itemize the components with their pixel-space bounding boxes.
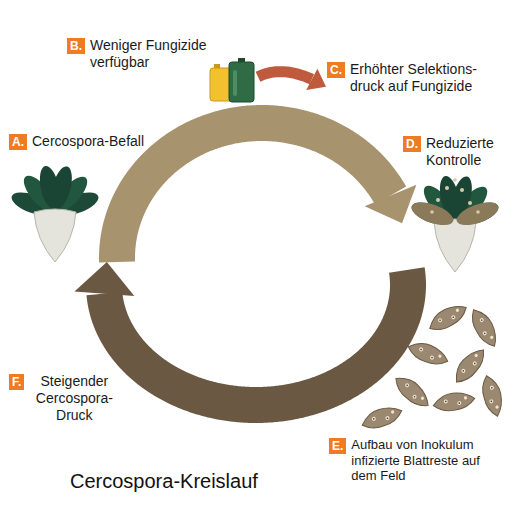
- beet-shape: [9, 164, 102, 262]
- cycle-arrow: [258, 69, 326, 90]
- step-text: Cercospora-Befall: [32, 133, 144, 150]
- canister-highlight: [233, 70, 237, 96]
- infected-beet: [409, 174, 502, 272]
- step-letter: E.: [329, 438, 346, 454]
- cycle-step: B. Weniger Fungizide verfügbar: [66, 36, 258, 104]
- withered-leaf: [409, 198, 457, 230]
- debris-leaf: [405, 338, 450, 369]
- step-label-row: E. Aufbau von Inokulum infizierte Blattre…: [329, 437, 491, 484]
- leaf-spot: [436, 198, 440, 202]
- cycle-arrow: [117, 123, 416, 262]
- step-text: Steigender Cercospora-Druck: [29, 373, 119, 423]
- healthy-beet: [9, 164, 102, 262]
- debris-leaf: [391, 372, 434, 412]
- green-canister: [229, 62, 254, 102]
- step-letter: F.: [9, 374, 24, 390]
- step-letter: A.: [9, 134, 27, 150]
- cycle-arrow: [74, 262, 408, 405]
- cycle-step: E. Aufbau von Inokulum infizierte Blattre…: [328, 436, 492, 485]
- step-label-row: D. Reduzierte Kontrolle: [403, 135, 510, 169]
- leaf-spot: [476, 210, 480, 214]
- arrowhead: [74, 262, 134, 296]
- leaf-spot: [445, 186, 449, 190]
- cycle-step: D. Reduzierte Kontrolle: [402, 134, 511, 270]
- cycle-step: C. Erhöhter Selektions- druck auf Fungizi…: [326, 60, 503, 96]
- debris-leaf: [359, 402, 404, 433]
- beet-shape: [409, 174, 502, 272]
- step-letter: B.: [67, 38, 85, 54]
- debris-leaf: [479, 373, 506, 418]
- arrow-band: [104, 270, 408, 405]
- step-letter: D.: [403, 136, 421, 152]
- fungicide-canisters: [210, 58, 254, 102]
- debris-leaf: [466, 305, 502, 350]
- leaf-spot: [453, 178, 457, 182]
- cycle-step: A. Cercospora-Befall: [8, 132, 145, 262]
- step-label-row: A. Cercospora-Befall: [9, 133, 144, 150]
- arrowhead: [365, 185, 417, 223]
- step-text: Aufbau von Inokulum infizierte Blattrest…: [351, 437, 491, 484]
- withered-leaf: [454, 198, 502, 230]
- step-text: Erhöhter Selektions- druck auf Fungizide: [350, 61, 502, 95]
- arrowhead: [306, 69, 326, 90]
- debris-leaf: [432, 389, 476, 413]
- leaf-spot: [460, 188, 464, 192]
- leaf-spot: [430, 210, 434, 214]
- arrow-band: [117, 123, 391, 262]
- step-letter: C.: [327, 62, 345, 78]
- cycle-step: F. Steigender Cercospora-Druck: [8, 372, 120, 424]
- step-label-row: F. Steigender Cercospora-Druck: [9, 373, 119, 423]
- step-text: Weniger Fungizide verfügbar: [90, 37, 220, 71]
- step-label-row: C. Erhöhter Selektions- druck auf Fungizi…: [327, 61, 502, 95]
- debris-leaf: [425, 300, 470, 336]
- step-label-row: B. Weniger Fungizide verfügbar: [67, 37, 257, 71]
- arrow-band: [258, 72, 312, 80]
- leaf-spot: [468, 201, 472, 205]
- step-text: Reduzierte Kontrolle: [426, 135, 510, 169]
- diagram-title: Cercospora-Kreislauf: [70, 470, 258, 493]
